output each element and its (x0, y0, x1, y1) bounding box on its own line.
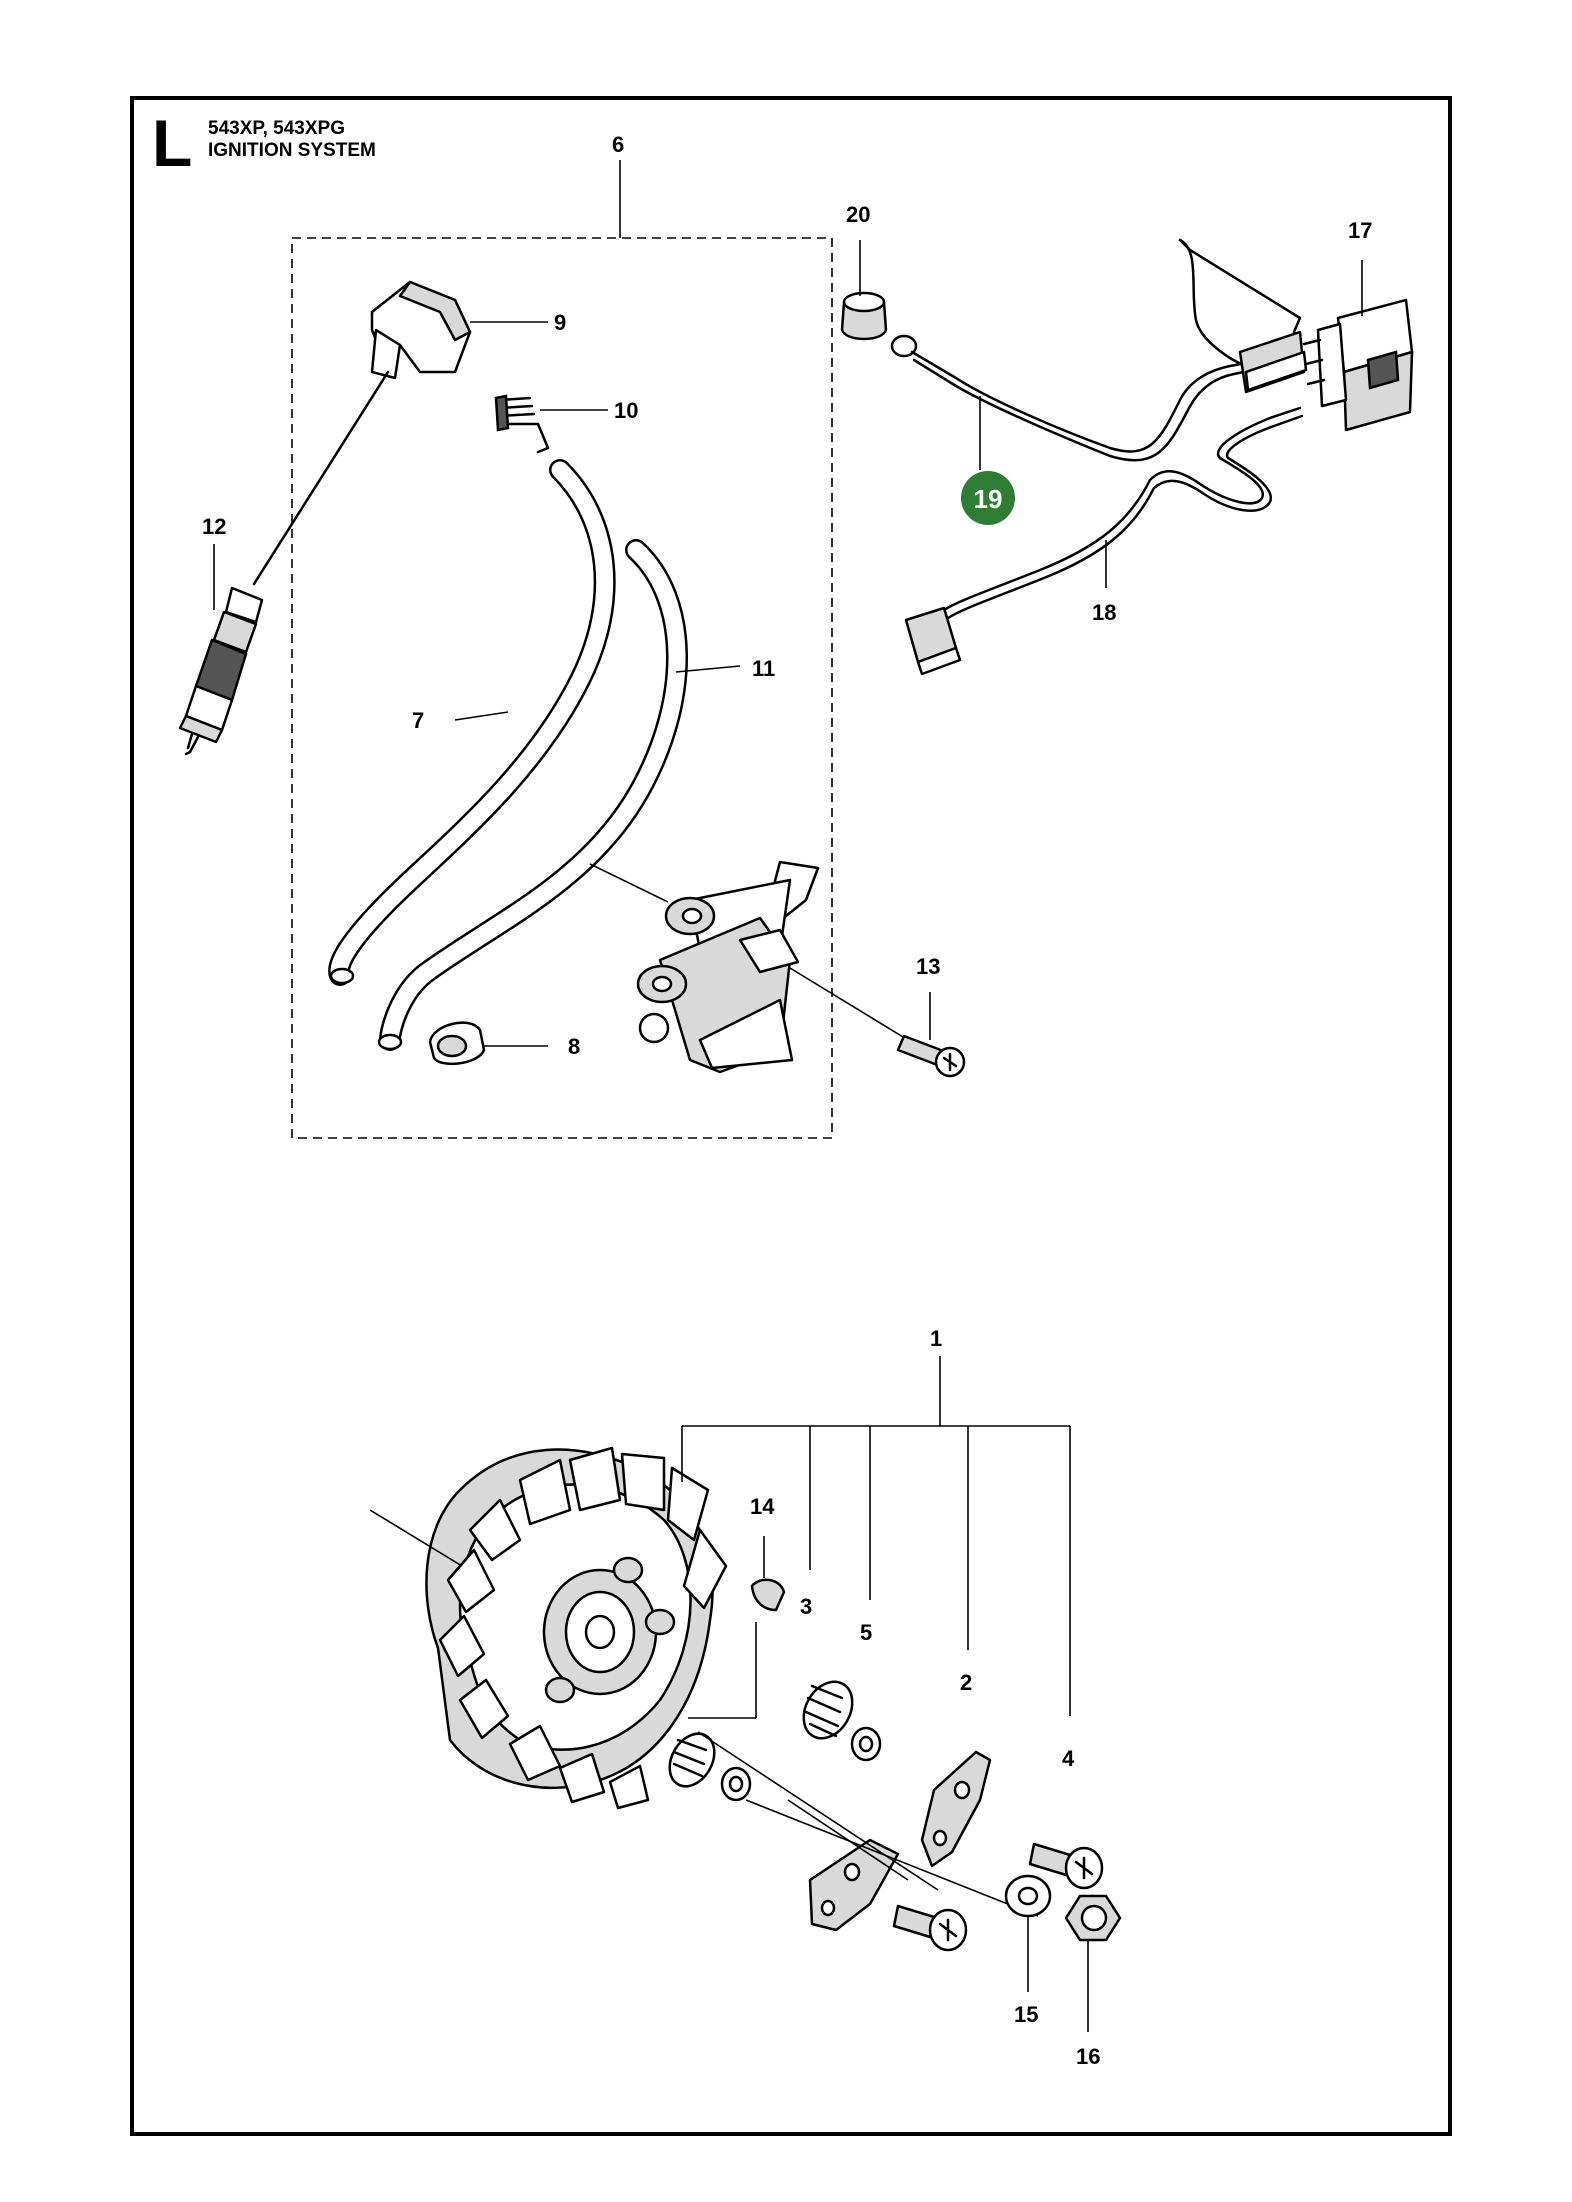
nut-part-16[interactable] (1064, 1894, 1122, 1942)
callout-6: 6 (612, 132, 624, 157)
callout-20: 20 (846, 202, 870, 227)
callout-5: 5 (860, 1620, 872, 1645)
callout-8: 8 (568, 1034, 580, 1059)
system-title: IGNITION SYSTEM (208, 140, 376, 161)
woodruff-key-part-14[interactable] (750, 1578, 786, 1612)
sleeve-part-20[interactable] (840, 291, 888, 341)
shoulder-screw-part-4[interactable] (892, 1842, 1104, 1952)
washer-part-5[interactable] (720, 1726, 882, 1802)
spring-clip-part-10[interactable] (494, 394, 550, 454)
flywheel-part-1[interactable] (425, 1446, 728, 1810)
callout-1: 1 (930, 1326, 942, 1351)
callout-7: 7 (412, 708, 424, 733)
ignition-module[interactable] (636, 860, 820, 1074)
stop-switch-part-17[interactable] (1302, 298, 1414, 432)
pawl-spring-part-3[interactable] (661, 1673, 862, 1794)
hose-part-11[interactable] (377, 539, 688, 1051)
callout-3: 3 (800, 1594, 812, 1619)
callout-10: 10 (614, 398, 638, 423)
callout-16: 16 (1076, 2044, 1100, 2069)
spark-plug-part-12[interactable] (178, 586, 264, 756)
flywheel-fins (438, 1446, 728, 1810)
callout-14: 14 (750, 1494, 775, 1519)
callout-15: 15 (1014, 2002, 1038, 2027)
callout-13: 13 (916, 954, 940, 979)
highlighted-callout-19[interactable]: 19 (961, 471, 1015, 525)
switch-bracket-wire[interactable] (1178, 238, 1308, 394)
highlight-circle (961, 471, 1015, 525)
wire-harness-part-19[interactable] (890, 334, 1264, 462)
callout-11: 11 (752, 656, 775, 681)
callout-17: 17 (1348, 218, 1372, 243)
grommet-part-8[interactable] (428, 1021, 486, 1065)
washer-part-15[interactable] (1004, 1874, 1052, 1918)
section-letter: L (152, 106, 193, 180)
callout-4: 4 (1062, 1746, 1075, 1771)
drawing-frame (130, 96, 1452, 2136)
callout-12: 12 (202, 514, 226, 539)
callout-19: 19 (974, 484, 1003, 514)
hose-part-7[interactable] (328, 459, 616, 986)
wire-part-18[interactable] (904, 406, 1304, 676)
part-6-group-box (291, 237, 833, 1139)
model-names: 543XP, 543XPG (208, 118, 345, 139)
screw-part-13[interactable] (896, 1034, 966, 1078)
callout-2: 2 (960, 1670, 972, 1695)
pawl-part-2[interactable] (808, 1750, 992, 1932)
spark-plug-boot-part-9[interactable] (370, 280, 472, 380)
callout-18: 18 (1092, 600, 1116, 625)
callout-9: 9 (554, 310, 566, 335)
